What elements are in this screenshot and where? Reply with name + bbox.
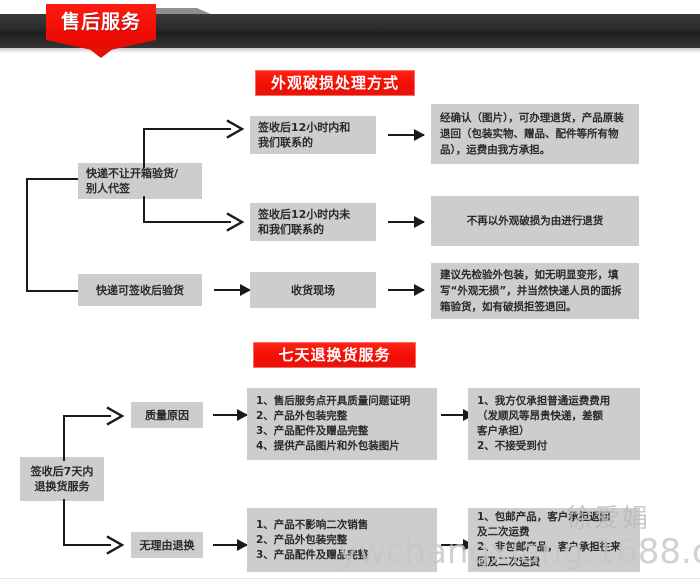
box-noreason-shipping-result: 1、包邮产品，客户承担返回 及二次运费 2、非包邮产品，客户承担往来 回及二次运… bbox=[468, 508, 640, 572]
arrow-mid3-to-result3 bbox=[388, 284, 425, 296]
elbow-up-horizontal-2 bbox=[63, 415, 111, 417]
elbow-down-vertical-2 bbox=[63, 499, 65, 546]
box-contacted-within-12h: 签收后12小时内和 我们联系的 bbox=[250, 116, 376, 154]
arrow-mid2-to-result2 bbox=[388, 216, 425, 228]
box-noreason-conditions: 1、产品不影响二次销售 2、产品外包装完整 3、产品配件及赠品完整 bbox=[247, 508, 437, 572]
elbow-down-vertical-1 bbox=[143, 196, 145, 223]
elbow-up-vertical-2 bbox=[63, 415, 65, 461]
header-ribbon-tail bbox=[88, 48, 114, 58]
box-quality-reason: 质量原因 bbox=[131, 402, 203, 428]
banner-wing-right bbox=[145, 8, 215, 16]
header-ribbon-label: 售后服务 bbox=[60, 11, 141, 33]
arrow-branch-b-to-scene bbox=[214, 284, 251, 296]
box-result-no-refund: 不再以外观破损为由进行退货 bbox=[431, 196, 639, 246]
box-not-contacted-within-12h: 签收后12小时内未 和我们联系的 bbox=[250, 203, 376, 241]
box-can-inspect-after-sign: 快递可签收后验货 bbox=[78, 274, 202, 306]
section-title-seven-day-return: 七天退换货服务 bbox=[253, 342, 416, 368]
arrow-mid1-to-result1 bbox=[388, 129, 425, 141]
header-banner-shadow bbox=[0, 48, 700, 53]
elbow-up-arrowhead-2 bbox=[106, 406, 125, 426]
bottom-divider bbox=[0, 578, 700, 586]
bracket-stub-bottom-1 bbox=[26, 290, 78, 292]
elbow-up-horizontal-1 bbox=[143, 128, 231, 130]
elbow-down-horizontal-1 bbox=[143, 221, 231, 223]
bracket-spine-1 bbox=[26, 178, 28, 292]
box-quality-conditions: 1、售后服务点开具质量问题证明 2、产品外包装完整 3、产品配件及赠品完整 4、… bbox=[247, 388, 437, 460]
section-title-appearance-damage: 外观破损处理方式 bbox=[255, 70, 415, 96]
elbow-up-arrowhead-1 bbox=[226, 119, 245, 139]
elbow-down-arrowhead-2 bbox=[106, 535, 125, 555]
box-quality-shipping-result: 1、我方仅承担普通运费费用 （发顺风等昂贵快递，差额 客户承担） 2、不接受到付 bbox=[468, 388, 640, 460]
box-result-inspection-advice: 建议先检验外包装，如无明显变形，填写“外观无损”，并当然快递人员的面拆箱验货，如… bbox=[431, 263, 639, 319]
box-no-reason-return: 无理由退换 bbox=[131, 532, 203, 558]
elbow-up-vertical-1 bbox=[143, 128, 145, 168]
arrow-noreason-to-conditions bbox=[213, 539, 248, 551]
elbow-down-horizontal-2 bbox=[63, 544, 111, 546]
box-no-open-inspection: 快递不让开箱验货/ 别人代签 bbox=[78, 163, 202, 199]
elbow-down-arrowhead-1 bbox=[226, 212, 245, 232]
box-seven-day-return-root: 签收后7天内 退换货服务 bbox=[20, 457, 104, 501]
bracket-stub-top-1 bbox=[26, 178, 78, 180]
box-result-refund-confirmed: 经确认（图片），可办理退货，产品原装退回（包装实物、赠品、配件等所有物品），运费… bbox=[431, 104, 639, 164]
box-delivery-scene: 收货现场 bbox=[250, 272, 376, 308]
arrow-quality-to-conditions bbox=[213, 409, 248, 421]
